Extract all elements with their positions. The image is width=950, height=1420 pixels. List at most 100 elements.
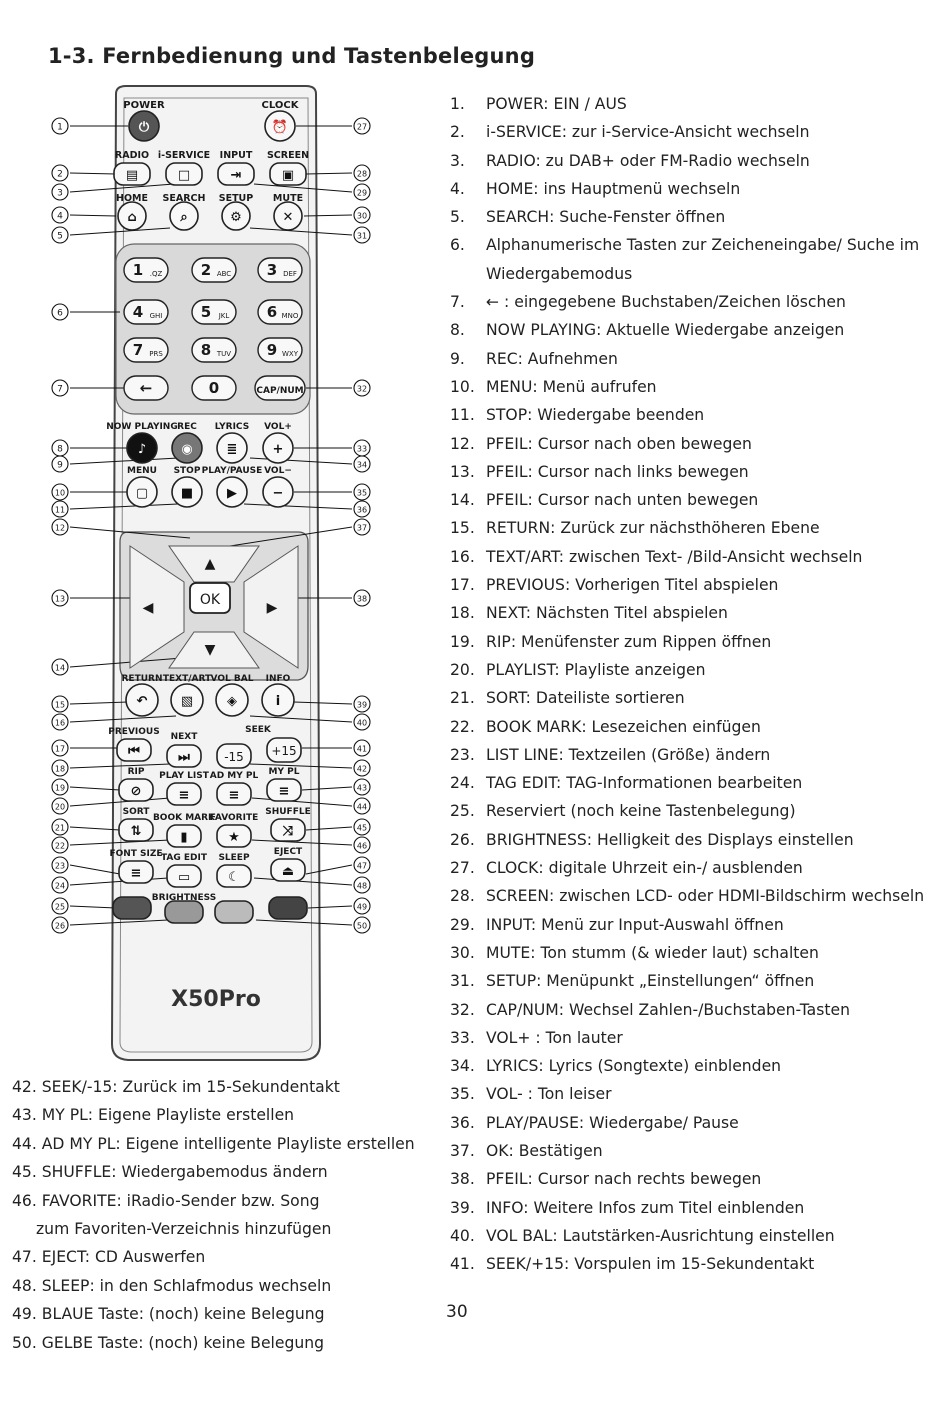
iservice-button: □ xyxy=(165,162,203,186)
callout-leader xyxy=(69,227,171,236)
return-button: ↶ xyxy=(125,683,159,717)
list-item: 43. MY PL: Eigene Playliste erstellen xyxy=(12,1101,432,1129)
list-item-text: 47. EJECT: CD Auswerfen xyxy=(12,1248,206,1267)
callout-leader xyxy=(301,786,353,791)
callout-number: 29 xyxy=(357,189,367,198)
callout-circle xyxy=(353,797,371,815)
mypl-label: MY PL xyxy=(269,767,300,777)
keypad-key-letters: PRS xyxy=(149,350,163,358)
callout-circle xyxy=(353,455,371,473)
list-item-text: LYRICS: Lyrics (Songtexte) einblenden xyxy=(486,1057,782,1076)
callout-circle xyxy=(51,797,69,815)
keypad-key-digit: 7 xyxy=(133,341,143,359)
list-item-text: i-SERVICE: zur i-Service-Ansicht wechsel… xyxy=(486,123,810,142)
list-item-number: 40. xyxy=(450,1226,475,1245)
shuffle-label: SHUFFLE xyxy=(265,807,311,817)
favorite-icon: ★ xyxy=(228,830,240,845)
list-item: 17.PREVIOUS: Vorherigen Titel abspielen xyxy=(450,571,930,599)
brightness-label: BRIGHTNESS xyxy=(152,893,216,903)
list-item: 47. EJECT: CD Auswerfen xyxy=(12,1243,432,1271)
lyrics-label: LYRICS xyxy=(215,422,249,432)
callout-circle xyxy=(353,836,371,854)
clock-label: CLOCK xyxy=(262,100,300,111)
callout-number: 19 xyxy=(55,784,65,793)
callout-leader xyxy=(69,657,183,668)
bookmark-label: BOOK MARK xyxy=(153,813,216,823)
playpause-icon: ▶ xyxy=(227,486,237,501)
list-item: Wiedergabemodus xyxy=(450,260,930,288)
callout-leader xyxy=(69,457,179,465)
callout-number: 12 xyxy=(55,524,65,533)
shuffle-icon: ⤨ xyxy=(283,824,294,839)
callout-number: 10 xyxy=(55,489,65,498)
callout-number: 22 xyxy=(55,842,65,851)
callout-circle xyxy=(353,518,371,536)
keypad-key-digit: 2 xyxy=(201,261,211,279)
list-item-text: MENU: Menü aufrufen xyxy=(486,377,657,396)
list-item-number: 11. xyxy=(450,406,475,425)
bookmark-button: ▮ xyxy=(166,824,202,848)
seek-label: SEEK xyxy=(245,725,272,735)
sort-button: ⇅ xyxy=(118,818,154,842)
list-item-text: OK: Bestätigen xyxy=(486,1141,603,1160)
callout-number: 40 xyxy=(357,719,367,728)
callout-circle xyxy=(353,695,371,713)
callout-circle xyxy=(353,876,371,894)
keypad-key-letters: MNO xyxy=(282,312,299,320)
list-item-number: 24. xyxy=(450,774,475,793)
list-item-text: TEXT/ART: zwischen Text- /Bild-Ansicht w… xyxy=(486,547,863,566)
callout-number: 15 xyxy=(55,701,65,710)
callout-circle xyxy=(353,183,371,201)
callout-number: 38 xyxy=(357,595,367,604)
remote-inner-outline xyxy=(119,97,313,1053)
callout-circle xyxy=(51,713,69,731)
callout-circle xyxy=(51,818,69,836)
seek-plus-button xyxy=(266,737,302,763)
iservice-label: i-SERVICE xyxy=(158,150,210,161)
list-item: 16. TEXT/ART: zwischen Text- /Bild-Ansich… xyxy=(450,543,930,571)
callout-leader xyxy=(69,763,171,769)
keypad-key-letters: WXY xyxy=(282,350,299,358)
keypad-key-digit: 8 xyxy=(201,341,211,359)
callout-circle xyxy=(51,183,69,201)
callout-circle xyxy=(51,876,69,894)
list-item: 26.BRIGHTNESS: Helligkeit des Displays e… xyxy=(450,826,930,854)
callout-number: 46 xyxy=(357,842,367,851)
list-item-number: 2. xyxy=(450,123,465,142)
menu-button: ▢ xyxy=(126,476,158,508)
list-item-text: TAG EDIT: TAG-Informationen bearbeiten xyxy=(486,774,803,793)
list-item-number: 32. xyxy=(450,1000,475,1019)
list-item: 27.CLOCK: digitale Uhrzeit ein-/ ausblen… xyxy=(450,854,930,882)
callout-leader xyxy=(249,227,353,236)
list-item-number: 16. xyxy=(450,547,475,566)
callout-leader xyxy=(69,919,169,926)
callout-number: 13 xyxy=(55,595,65,604)
radio-icon: ▤ xyxy=(126,168,138,183)
list-item-text: Reserviert (noch keine Tastenbelegung) xyxy=(486,802,796,821)
callout-number: 33 xyxy=(357,445,367,454)
radio-button: ▤ xyxy=(113,162,151,186)
list-item: 19.RIP: Menüfenster zum Rippen öffnen xyxy=(450,628,930,656)
favorite-button: ★ xyxy=(216,824,252,848)
keypad-key-digit: 1 xyxy=(133,261,143,279)
list-item-number: 23. xyxy=(450,745,475,764)
list-item: 8.NOW PLAYING: Aktuelle Wiedergabe anzei… xyxy=(450,316,930,344)
list-item-text: 48. SLEEP: in den Schlafmodus wechseln xyxy=(12,1276,332,1295)
callout-number: 11 xyxy=(55,506,65,515)
shuffle-button: ⤨ xyxy=(270,818,306,842)
callout-leader xyxy=(253,183,353,193)
keypad-key-letters: TUV xyxy=(216,350,231,358)
callout-circle xyxy=(51,897,69,915)
playlist-label: PLAY LIST xyxy=(159,771,210,781)
tagedit-label: TAG EDIT xyxy=(161,853,208,863)
callout-number: 14 xyxy=(55,664,65,673)
callout-circle xyxy=(353,818,371,836)
arrow-up-icon: ▲ xyxy=(205,556,216,572)
callout-circle xyxy=(353,589,371,607)
callout-circle xyxy=(51,778,69,796)
list-item-text: 42. SEEK/-15: Zurück im 15-Sekundentakt xyxy=(12,1078,340,1096)
list-item-text: VOL+ : Ton lauter xyxy=(486,1028,623,1047)
